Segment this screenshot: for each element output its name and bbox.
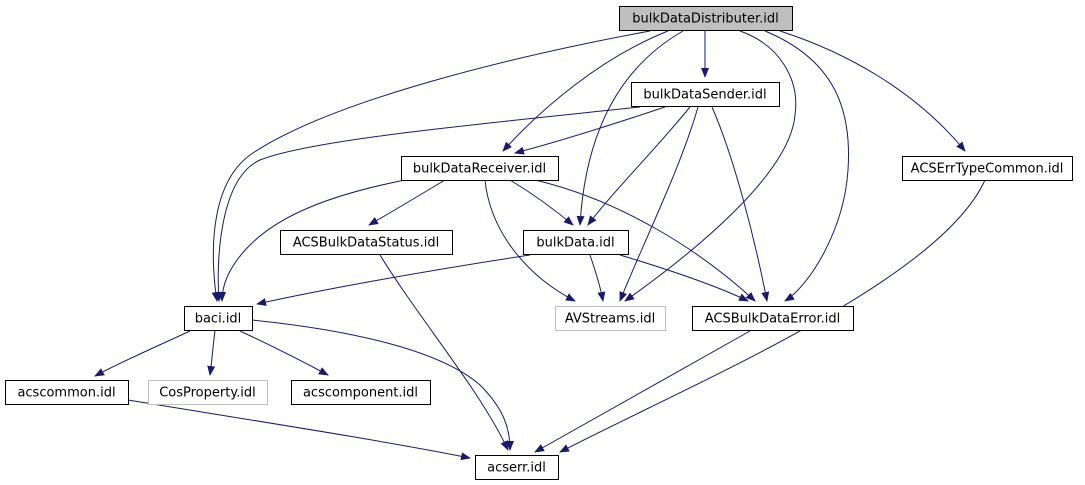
edge-baci-to-acscomponent bbox=[239, 330, 329, 376]
node-box bbox=[184, 306, 253, 331]
edge-bulkDataReceiver-to-ACSBulkDataStatus bbox=[368, 179, 446, 226]
node-ACSErrTypeCommon[interactable]: ACSErrTypeCommon.idl bbox=[902, 156, 1073, 181]
node-label: acserr.idl bbox=[487, 461, 546, 476]
node-box bbox=[475, 455, 559, 480]
edge-bulkDataReceiver-to-ACSBulkDataError bbox=[534, 179, 756, 302]
node-label: ACSBulkDataStatus.idl bbox=[293, 236, 439, 251]
edge-bulkDataDistributer-to-bulkData bbox=[576, 30, 684, 226]
edge-bulkDataDistributer-to-ACSBulkDataError bbox=[764, 30, 850, 302]
edge-bulkDataSender-to-bulkDataReceiver bbox=[514, 106, 666, 155]
edge-bulkData-to-baci bbox=[256, 254, 531, 306]
node-label: acscommon.idl bbox=[17, 386, 115, 401]
edge-bulkDataSender-to-ACSBulkDataError bbox=[711, 106, 770, 302]
edge-bulkDataSender-to-AVStreams bbox=[619, 106, 699, 302]
edge-acscommon-to-acserr bbox=[127, 399, 471, 461]
node-acserr[interactable]: acserr.idl bbox=[475, 455, 559, 480]
node-label: ACSBulkDataError.idl bbox=[705, 312, 840, 327]
node-label: acscomponent.idl bbox=[303, 386, 418, 401]
edge-bulkDataDistributer-to-ACSErrTypeCommon bbox=[779, 30, 966, 152]
node-box bbox=[291, 380, 431, 405]
node-CosProperty[interactable]: CosProperty.idl bbox=[148, 380, 268, 405]
node-label: AVStreams.idl bbox=[565, 312, 655, 327]
node-label: bulkDataDistributer.idl bbox=[632, 12, 778, 27]
node-AVStreams[interactable]: AVStreams.idl bbox=[555, 306, 666, 331]
edge-ACSBulkDataError-to-acserr bbox=[534, 330, 751, 453]
node-box bbox=[692, 306, 854, 331]
edge-bulkDataSender-to-baci bbox=[214, 106, 641, 302]
node-box bbox=[280, 230, 453, 255]
nodes-layer: bulkDataDistributer.idl bulkDataSender.id… bbox=[5, 6, 1073, 480]
node-bulkDataDistributer[interactable]: bulkDataDistributer.idl bbox=[619, 6, 793, 31]
node-box bbox=[148, 380, 268, 405]
edge-baci-to-acscommon bbox=[94, 330, 191, 377]
node-box bbox=[619, 6, 793, 31]
edge-bulkDataDistributer-to-bulkDataReceiver bbox=[502, 30, 669, 152]
edge-baci-to-CosProperty bbox=[207, 330, 216, 376]
node-bulkData[interactable]: bulkData.idl bbox=[523, 230, 629, 255]
edge-bulkData-to-ACSBulkDataError bbox=[619, 254, 749, 302]
node-label: bulkData.idl bbox=[536, 236, 614, 251]
node-label: baci.idl bbox=[195, 312, 242, 327]
node-label: CosProperty.idl bbox=[159, 386, 256, 401]
node-box bbox=[5, 380, 129, 405]
node-ACSBulkDataStatus[interactable]: ACSBulkDataStatus.idl bbox=[280, 230, 453, 255]
edge-bulkDataReceiver-to-baci bbox=[218, 179, 406, 302]
edge-bulkDataDistributer-to-baci bbox=[211, 30, 651, 302]
node-label: ACSErrTypeCommon.idl bbox=[911, 162, 1064, 177]
node-baci[interactable]: baci.idl bbox=[184, 306, 253, 331]
edge-baci-to-acserr bbox=[251, 319, 514, 451]
node-box bbox=[523, 230, 629, 255]
edge-bulkDataReceiver-to-AVStreams bbox=[484, 179, 576, 302]
node-bulkDataSender[interactable]: bulkDataSender.idl bbox=[631, 82, 780, 107]
edge-ACSBulkDataStatus-to-acserr bbox=[379, 254, 509, 451]
edge-bulkDataReceiver-to-bulkData bbox=[509, 179, 574, 226]
node-box bbox=[401, 156, 559, 181]
edge-bulkDataDistributer-to-AVStreams bbox=[624, 30, 797, 302]
node-ACSBulkDataError[interactable]: ACSBulkDataError.idl bbox=[692, 306, 854, 331]
node-bulkDataReceiver[interactable]: bulkDataReceiver.idl bbox=[401, 156, 559, 181]
node-box bbox=[555, 306, 666, 331]
node-label: bulkDataSender.idl bbox=[643, 88, 766, 103]
node-box bbox=[902, 156, 1073, 181]
node-acscomponent[interactable]: acscomponent.idl bbox=[291, 380, 431, 405]
node-label: bulkDataReceiver.idl bbox=[413, 162, 546, 177]
edge-bulkData-to-AVStreams bbox=[589, 254, 606, 302]
node-acscommon[interactable]: acscommon.idl bbox=[5, 380, 129, 405]
node-box bbox=[631, 82, 780, 107]
edge-bulkDataSender-to-bulkData bbox=[587, 106, 691, 226]
